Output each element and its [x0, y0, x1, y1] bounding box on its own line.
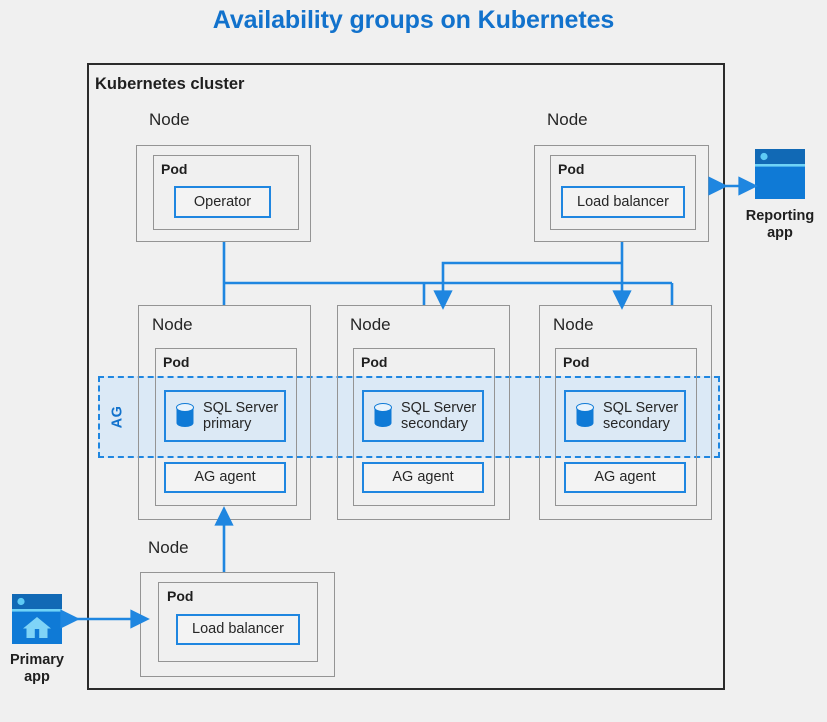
- pod-label-lb-bottom: Pod: [167, 588, 194, 604]
- pod-label-sql-secondary-2: Pod: [563, 354, 590, 370]
- pod-label-sql-secondary-1: Pod: [361, 354, 388, 370]
- window-home-icon: [12, 594, 62, 644]
- component-ag-agent-primary-label: AG agent: [194, 469, 256, 486]
- primary-app-caption: Primary app: [9, 652, 64, 685]
- component-ag-agent-secondary-1-label: AG agent: [392, 469, 454, 486]
- node-label-lb-bottom: Node: [148, 538, 189, 557]
- node-label-sql-primary: Node: [152, 315, 193, 334]
- database-icon: [176, 403, 194, 427]
- reporting-app-icon-wrap[interactable]: [754, 148, 806, 205]
- component-operator[interactable]: Operator: [174, 186, 271, 218]
- component-ag-agent-secondary-2[interactable]: AG agent: [564, 462, 686, 493]
- component-sql-server-primary-label: SQL Server primary: [203, 399, 279, 432]
- component-sql-server-secondary-1[interactable]: SQL Server secondary: [362, 390, 484, 442]
- component-sql-server-secondary-1-label: SQL Server secondary: [401, 399, 477, 432]
- node-label-sql-secondary-1: Node: [350, 315, 391, 334]
- component-load-balancer-top[interactable]: Load balancer: [561, 186, 685, 218]
- component-load-balancer-bottom-label: Load balancer: [192, 621, 284, 638]
- node-label-lb-top: Node: [547, 110, 588, 129]
- pod-label-lb-top: Pod: [558, 161, 585, 177]
- pod-sql-secondary-1: [353, 348, 495, 506]
- window-icon: [755, 149, 805, 199]
- pod-label-operator: Pod: [161, 161, 188, 177]
- component-sql-server-secondary-2-label: SQL Server secondary: [603, 399, 679, 432]
- page-title: Availability groups on Kubernetes: [212, 6, 615, 34]
- node-sql-secondary-1: [337, 305, 510, 520]
- component-operator-label: Operator: [193, 193, 252, 210]
- component-load-balancer-top-label: Load balancer: [577, 193, 669, 210]
- pod-label-sql-primary: Pod: [163, 354, 190, 370]
- cluster-title: Kubernetes cluster: [95, 75, 245, 93]
- database-icon: [374, 403, 392, 427]
- primary-app-icon-wrap[interactable]: [11, 593, 63, 650]
- pod-sql-secondary-2: [555, 348, 697, 506]
- component-sql-server-secondary-2[interactable]: SQL Server secondary: [564, 390, 686, 442]
- node-label-sql-secondary-2: Node: [553, 315, 594, 334]
- component-ag-agent-primary[interactable]: AG agent: [164, 462, 286, 493]
- node-label-operator: Node: [149, 110, 190, 129]
- component-ag-agent-secondary-1[interactable]: AG agent: [362, 462, 484, 493]
- component-sql-server-primary[interactable]: SQL Server primary: [164, 390, 286, 442]
- ag-band-label: AG: [109, 405, 126, 429]
- reporting-app-caption: Reporting app: [745, 208, 815, 241]
- component-load-balancer-bottom[interactable]: Load balancer: [176, 614, 300, 645]
- database-icon: [576, 403, 594, 427]
- pod-sql-primary: [155, 348, 297, 506]
- component-ag-agent-secondary-2-label: AG agent: [594, 469, 656, 486]
